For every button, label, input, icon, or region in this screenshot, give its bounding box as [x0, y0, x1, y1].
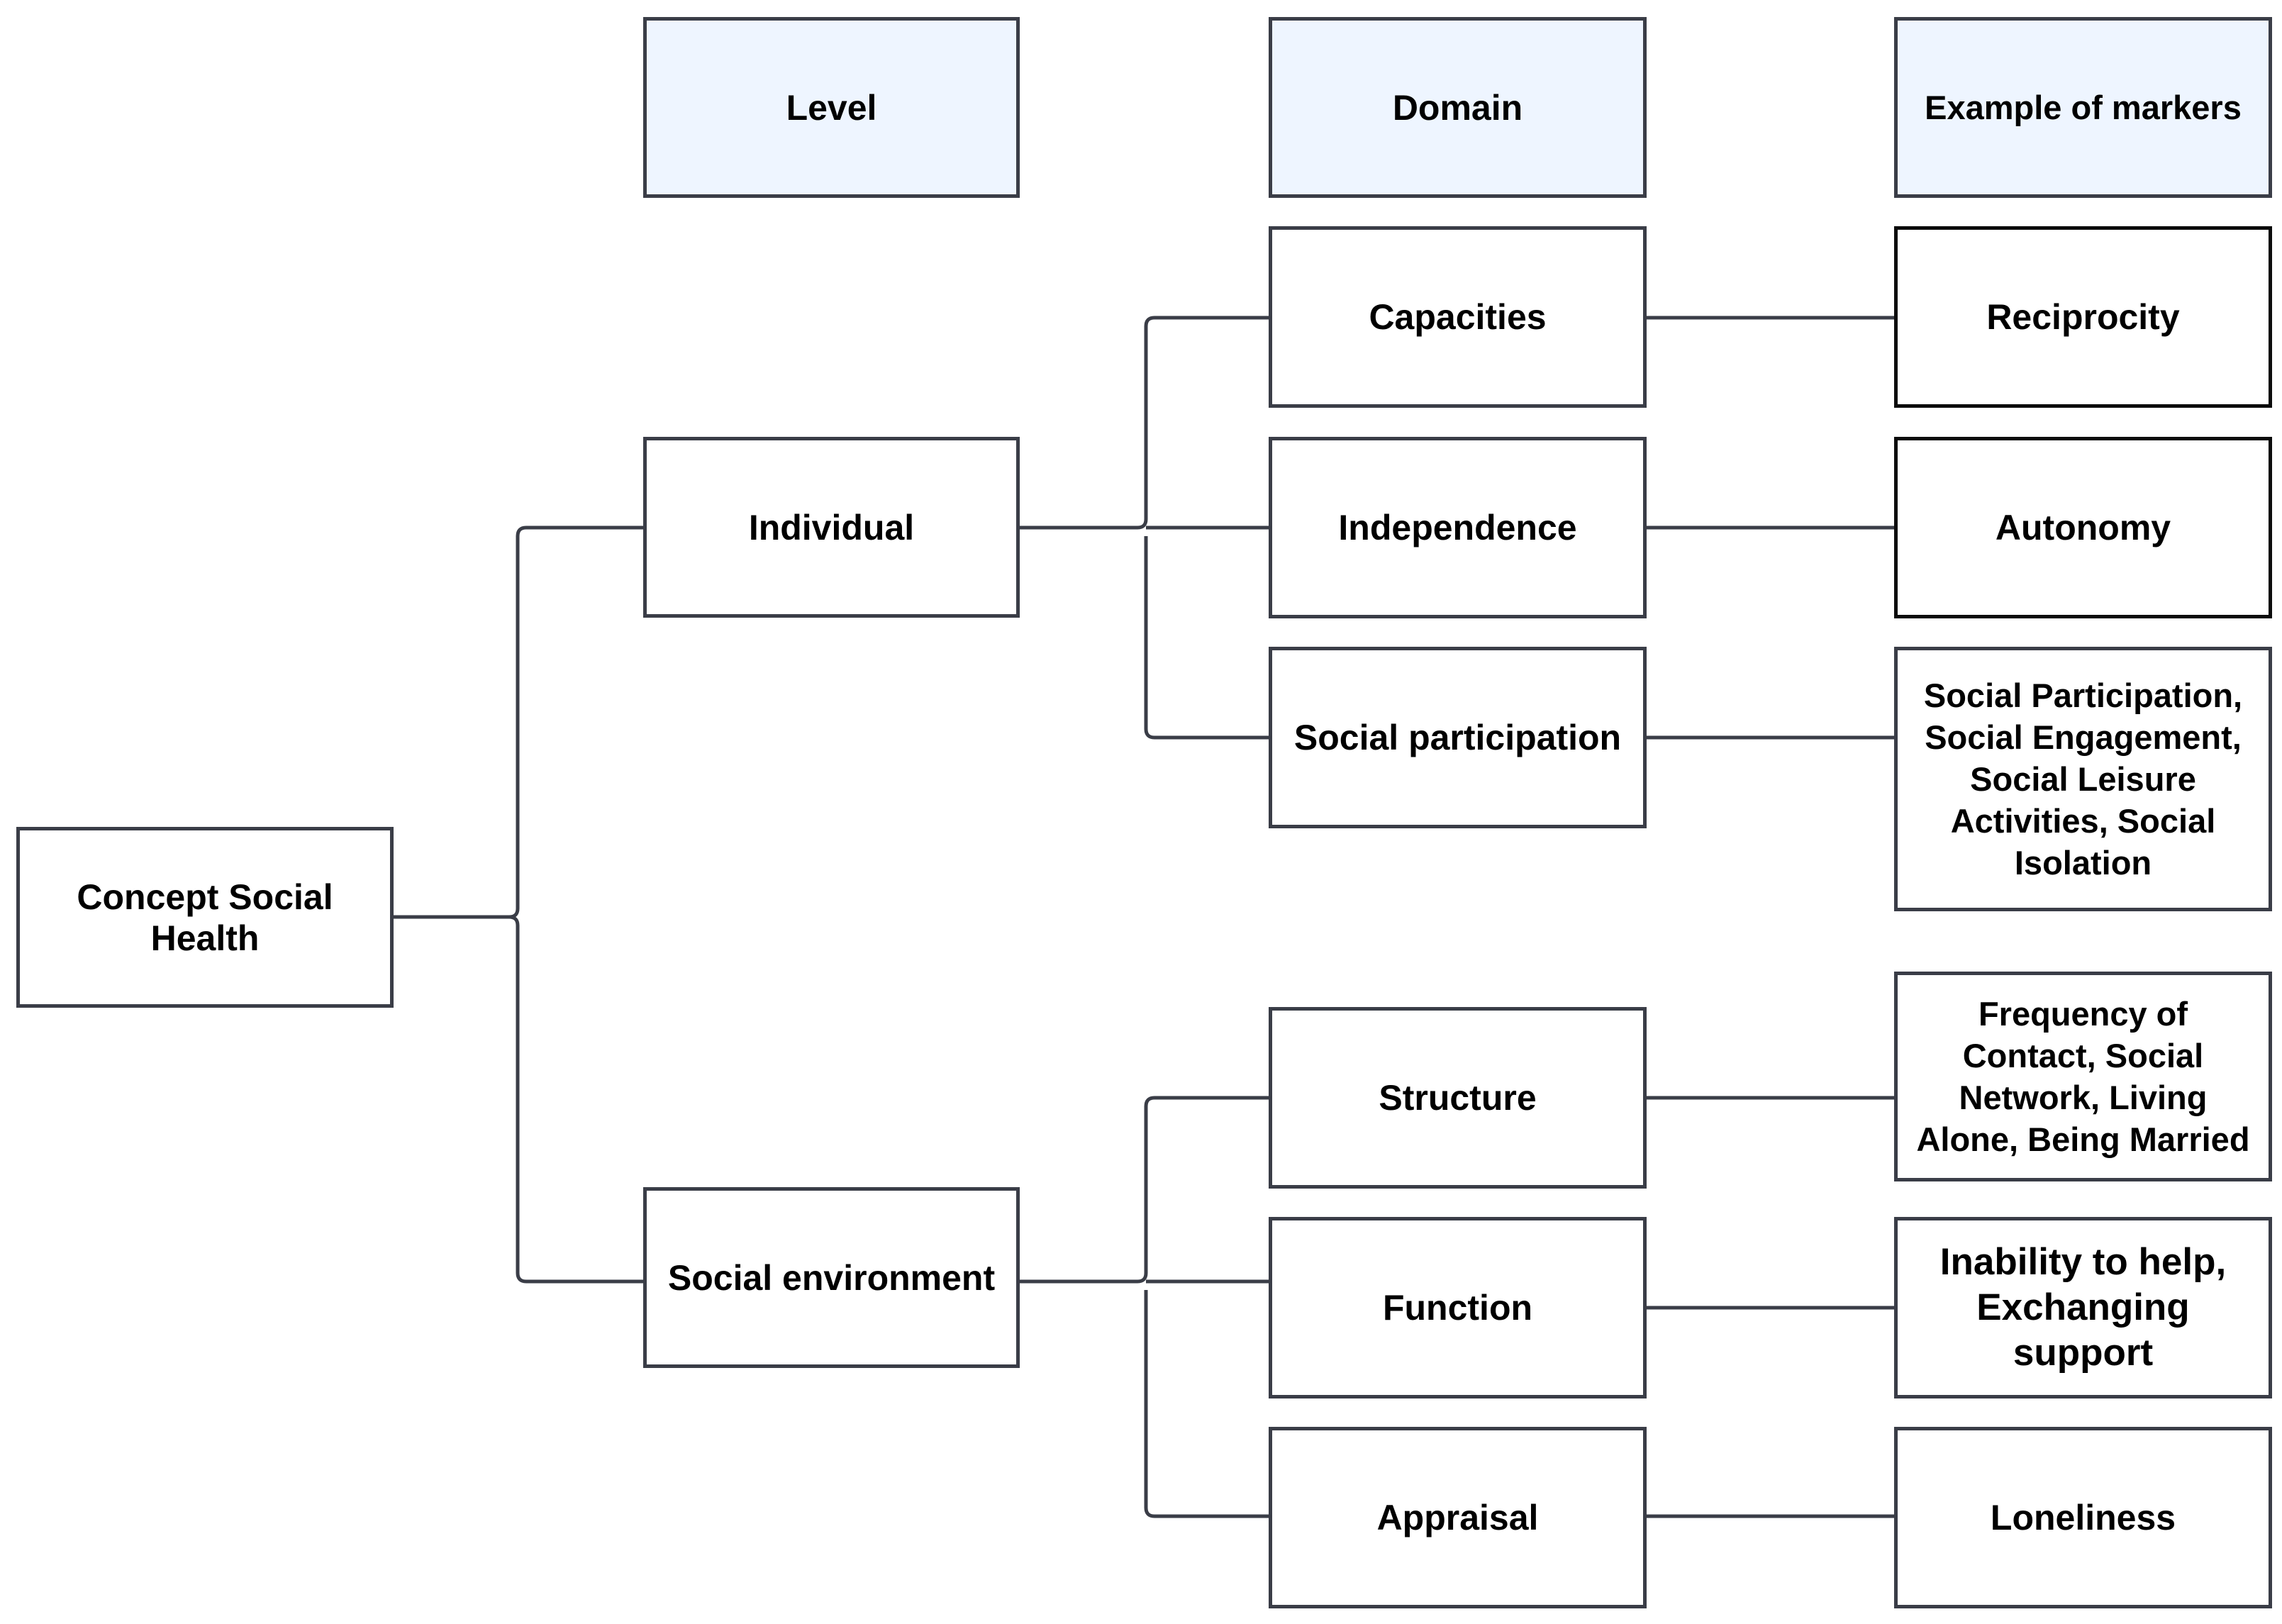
- marker-reciprocity: Reciprocity: [1894, 226, 2272, 408]
- domain-appraisal: Appraisal: [1269, 1427, 1647, 1608]
- marker-social-participation: Social Participation, Social Engagement,…: [1894, 647, 2272, 911]
- header-level: Level: [643, 17, 1020, 198]
- domain-independence: Independence: [1269, 437, 1647, 618]
- header-markers: Example of markers: [1894, 17, 2272, 198]
- root-node: Concept Social Health: [16, 827, 394, 1008]
- connector-root-stem: [508, 915, 520, 926]
- domain-structure: Structure: [1269, 1007, 1647, 1189]
- domain-function: Function: [1269, 1217, 1647, 1398]
- domain-social-participation: Social participation: [1269, 647, 1647, 828]
- connector-root: [394, 525, 643, 1284]
- level-social-environment: Social environment: [643, 1187, 1020, 1368]
- marker-function: Inability to help, Exchanging support: [1894, 1217, 2272, 1398]
- level-individual: Individual: [643, 437, 1020, 618]
- marker-structure: Frequency of Contact, Social Network, Li…: [1894, 972, 2272, 1181]
- marker-loneliness: Loneliness: [1894, 1427, 2272, 1608]
- domain-capacities: Capacities: [1269, 226, 1647, 408]
- connector-social-environment: [1020, 1096, 1271, 1518]
- connector-individual: [1020, 316, 1271, 740]
- marker-autonomy: Autonomy: [1894, 437, 2272, 618]
- header-domain: Domain: [1269, 17, 1647, 198]
